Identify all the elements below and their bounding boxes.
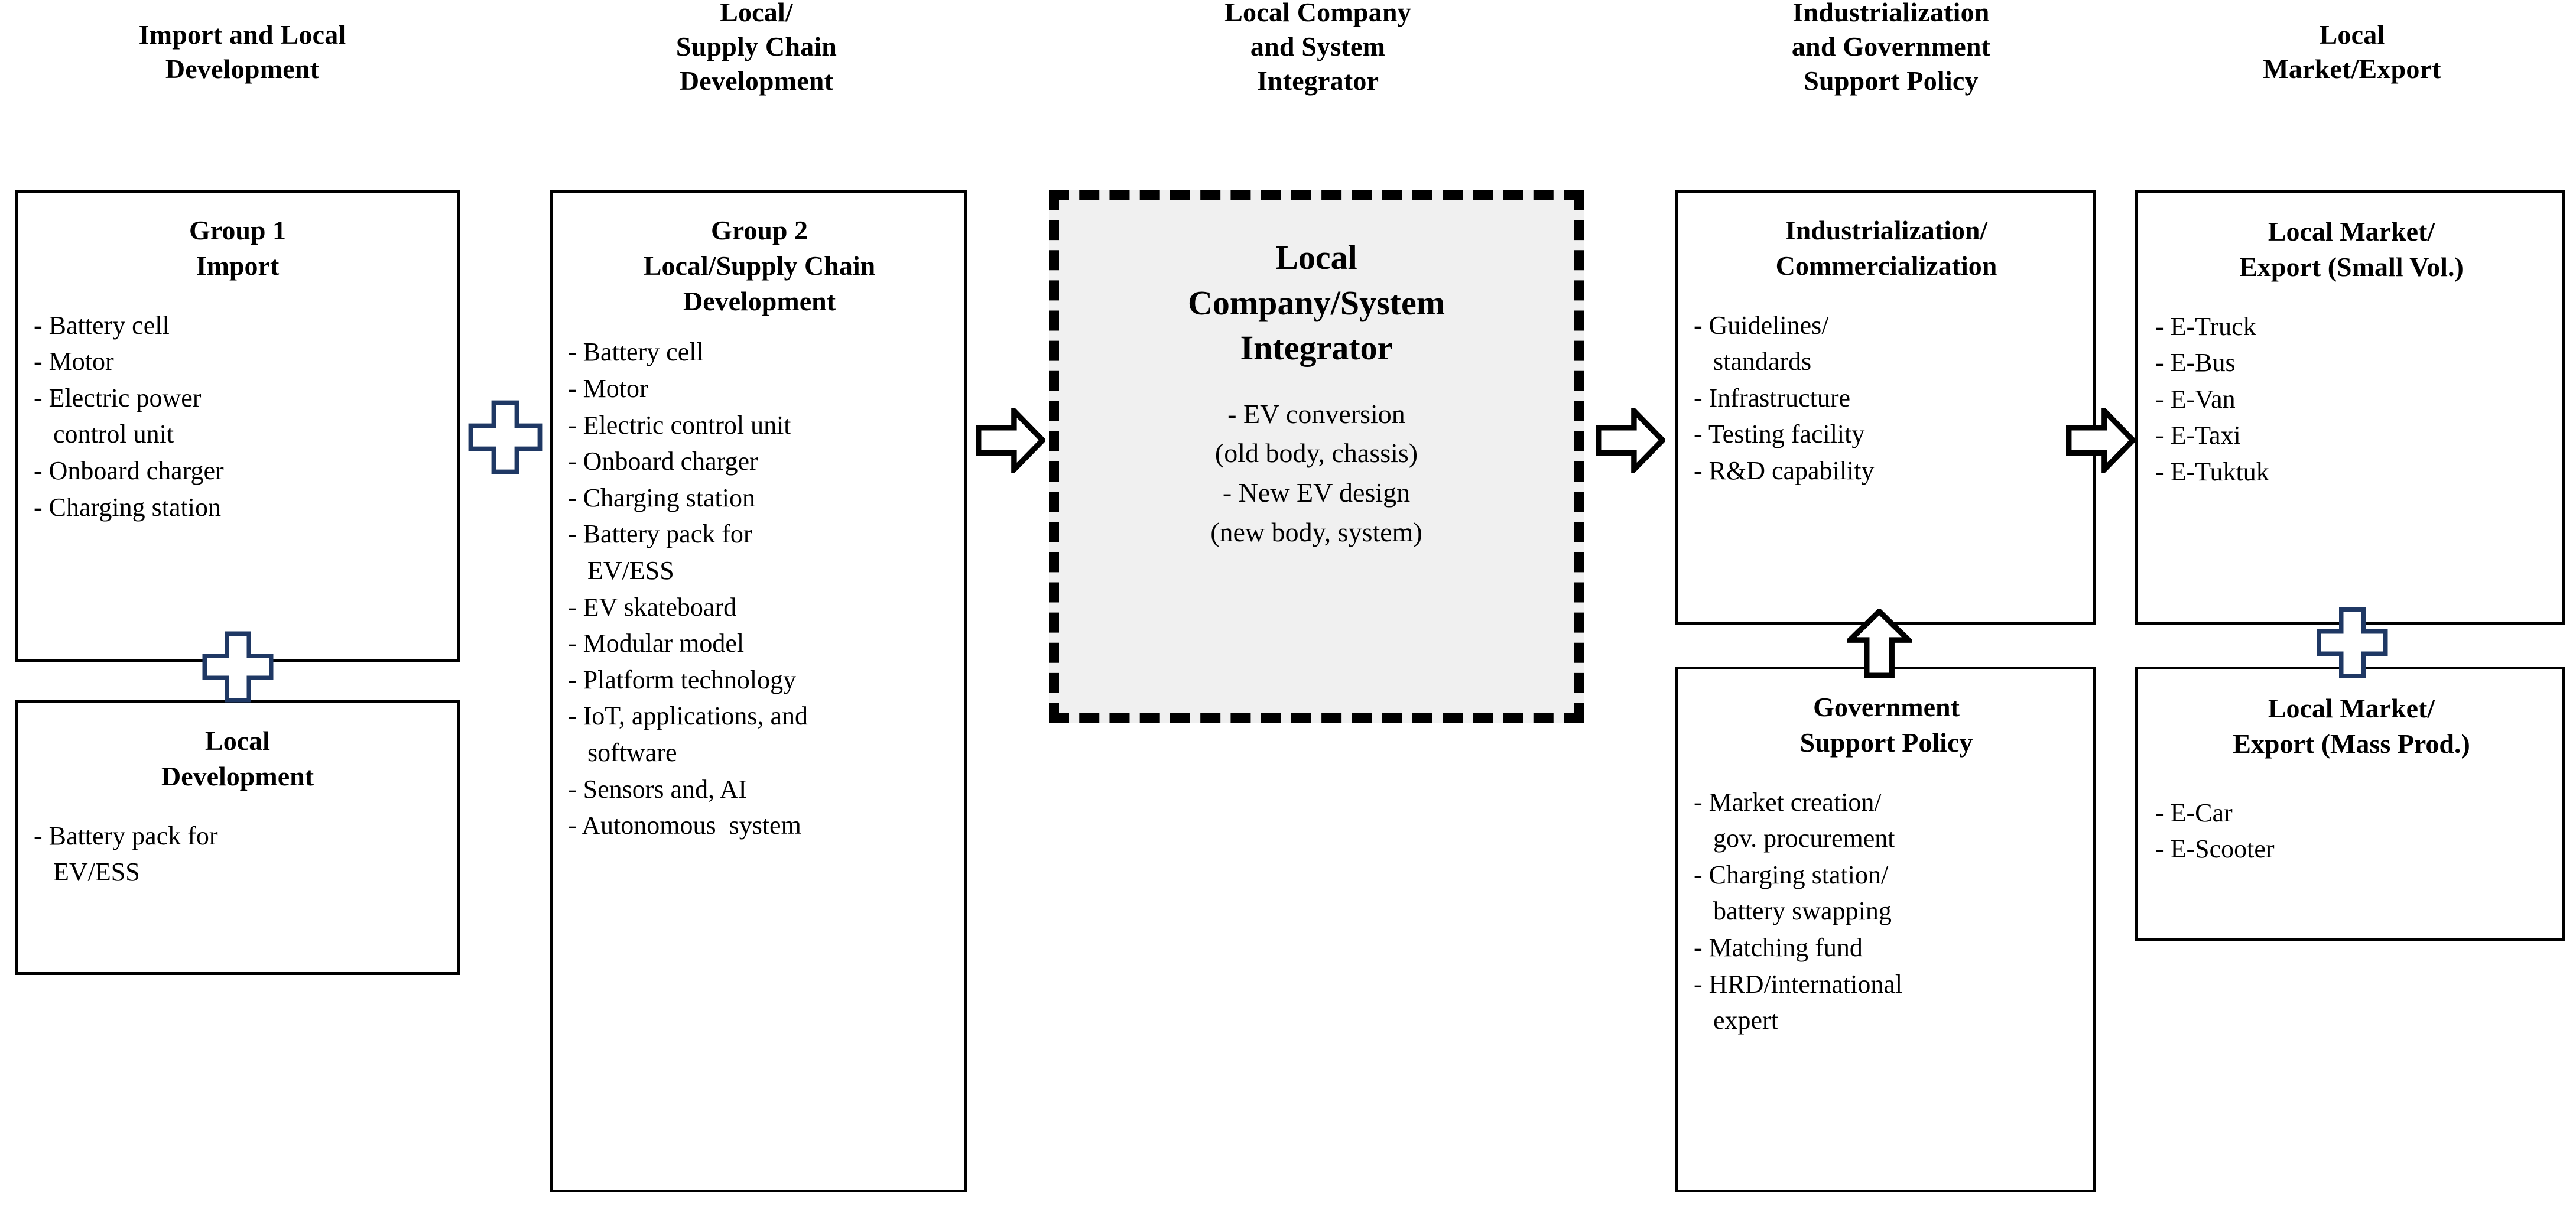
box-title-local-market-export-mass-production: Local Market/ Export (Mass Prod.) (2233, 693, 2470, 759)
list-item: - Battery cell (568, 337, 704, 367)
box-title-local-company-system-integrator: Local Company/System Integrator (1187, 238, 1445, 368)
list-item: - IoT, applications, and software (568, 701, 808, 767)
box-group-2-local-supply-chain-development[interactable]: Group 2 Local/Supply Chain Development -… (550, 190, 967, 1192)
box-list-group-1-import: - Battery cell - Motor - Electric power … (34, 307, 441, 526)
box-title-government-support-policy: Government Support Policy (1799, 692, 1973, 758)
list-item: - Market creation/ gov. procurement (1694, 787, 1895, 853)
list-item: - Matching fund (1694, 932, 1863, 962)
list-item: - Charging station (34, 492, 221, 522)
plus-icon-group1-localdevelopment (201, 630, 275, 704)
list-item: - Charging station/ battery swapping (1694, 860, 1892, 926)
box-government-support-policy[interactable]: Government Support Policy - Market creat… (1675, 667, 2096, 1192)
list-item: - E-Bus (2155, 348, 2236, 378)
box-list-industrialization: - Guidelines/ standards - Infrastructure… (1694, 307, 2079, 489)
box-title-local-development: Local Development (161, 726, 314, 791)
box-group-1-import[interactable]: Group 1 Import - Battery cell - Motor - … (15, 190, 460, 662)
list-item: - Electric power control unit (34, 383, 202, 449)
list-item: - Platform technology (568, 665, 797, 694)
list-item: - EV conversion (1227, 398, 1405, 429)
list-item: - E-Truck (2155, 311, 2256, 341)
list-item: - New EV design (1222, 477, 1411, 508)
plus-icon-market-small-mass (2315, 606, 2389, 680)
list-item: - Battery pack for EV/ESS (568, 519, 752, 585)
list-item: - Electric control unit (568, 410, 791, 440)
list-item: - Motor (34, 347, 114, 376)
list-item: (old body, chassis) (1214, 438, 1418, 469)
column-header-local-market-export: Local Market/Export (2263, 20, 2441, 84)
box-list-local-development: - Battery pack for EV/ESS (34, 818, 441, 890)
list-item: - R&D capability (1694, 456, 1875, 485)
list-item: - Modular model (568, 629, 745, 658)
list-item: - EV skateboard (568, 592, 737, 622)
box-list-market-small: - E-Truck - E-Bus - E-Van - E-Taxi - E-T… (2155, 308, 2548, 490)
list-item: - Onboard charger (568, 447, 758, 476)
list-item: - E-Tuktuk (2155, 457, 2269, 486)
list-item: - Infrastructure (1694, 383, 1851, 412)
list-item: - Motor (568, 373, 648, 403)
box-list-group-2: - Battery cell - Motor - Electric contro… (568, 334, 951, 843)
arrow-right-icon-integrator-industrialization (1596, 408, 1665, 473)
box-title-industrialization-commercialization: Industrialization/ Commercialization (1775, 215, 1997, 281)
list-item: - E-Car (2155, 798, 2233, 827)
list-item: - Battery pack for EV/ESS (34, 821, 218, 887)
box-industrialization-commercialization[interactable]: Industrialization/ Commercialization - G… (1675, 190, 2096, 625)
box-local-market-export-small-volume[interactable]: Local Market/ Export (Small Vol.) - E-Tr… (2135, 190, 2565, 625)
box-title-group-2: Group 2 Local/Supply Chain Development (643, 215, 876, 316)
box-list-government-support-policy: - Market creation/ gov. procurement - Ch… (1694, 784, 2079, 1039)
list-item: - E-Van (2155, 384, 2236, 414)
list-item: - Onboard charger (34, 456, 224, 485)
list-item: - Sensors and, AI (568, 774, 748, 804)
arrow-up-icon-govpolicy-industrialization (1847, 609, 1912, 678)
list-item: - Testing facility (1694, 420, 1865, 449)
list-item: - E-Taxi (2155, 421, 2241, 450)
list-item: - E-Scooter (2155, 834, 2275, 864)
list-item: (new body, system) (1210, 516, 1422, 547)
plus-icon-group1-group2 (467, 399, 544, 476)
box-list-market-mass: - E-Car - E-Scooter (2155, 795, 2548, 867)
box-list-integrator: - EV conversion (old body, chassis) - Ne… (1077, 395, 1556, 552)
list-item: - Charging station (568, 483, 755, 512)
box-title-local-market-export-small-volume: Local Market/ Export (Small Vol.) (2239, 216, 2464, 282)
column-header-industrialization-government-support-policy: Industrialization and Government Support… (1791, 0, 1991, 96)
list-item: - Guidelines/ standards (1694, 310, 1829, 376)
box-local-company-system-integrator[interactable]: Local Company/System Integrator - EV con… (1049, 190, 1584, 723)
arrow-right-icon-industrialization-market (2066, 408, 2136, 473)
box-local-market-export-mass-production[interactable]: Local Market/ Export (Mass Prod.) - E-Ca… (2135, 667, 2565, 941)
column-header-local-company-system-integrator: Local Company and System Integrator (1224, 0, 1411, 96)
arrow-right-icon-group2-integrator (976, 408, 1045, 473)
box-local-development[interactable]: Local Development - Battery pack for EV/… (15, 700, 460, 975)
list-item: - Autonomous system (568, 811, 801, 840)
list-item: - Battery cell (34, 310, 170, 340)
column-header-import-local-development: Import and Local Development (138, 20, 346, 84)
list-item: - HRD/international expert (1694, 969, 1903, 1035)
column-header-local-supply-chain-development: Local/ Supply Chain Development (675, 0, 837, 96)
box-title-group-1-import: Group 1 Import (189, 215, 287, 281)
